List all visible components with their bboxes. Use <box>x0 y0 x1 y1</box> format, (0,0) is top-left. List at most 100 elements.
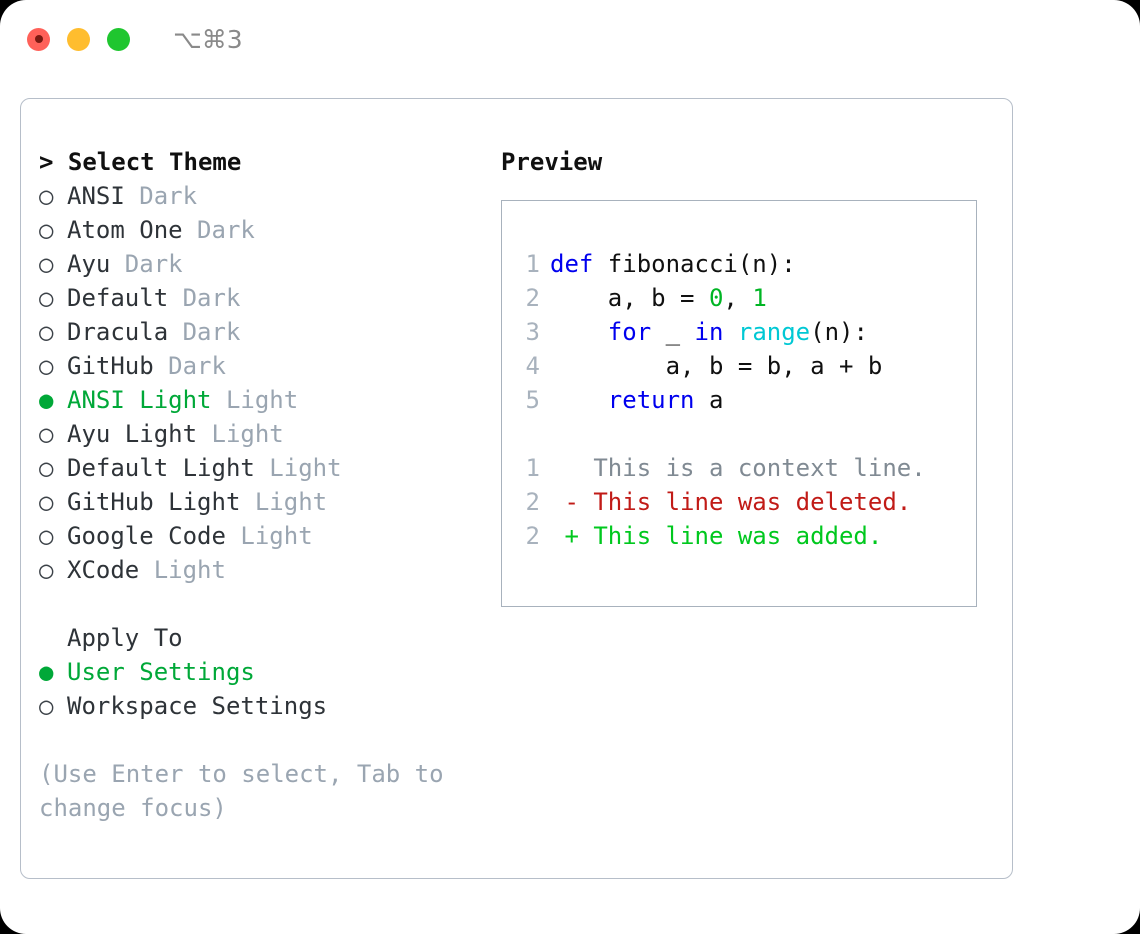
code-diff-separator <box>514 417 976 451</box>
theme-list[interactable]: ○ANSI Dark○Atom One Dark○Ayu Dark○Defaul… <box>39 179 489 587</box>
code-line: 3 for _ in range(n): <box>514 315 976 349</box>
theme-option-kind: Light <box>139 556 226 584</box>
theme-option-name: ANSI Light <box>67 386 212 414</box>
apply-to-option-1[interactable]: ○ Workspace Settings <box>39 689 489 723</box>
theme-option-kind: Light <box>254 454 342 482</box>
code-token: a <box>694 386 724 414</box>
radio-unselected-icon: ○ <box>39 420 54 448</box>
theme-option-kind: Dark <box>168 318 241 346</box>
theme-option-name: ANSI <box>67 182 125 210</box>
radio-unselected-icon: ○ <box>39 352 54 380</box>
theme-option-4[interactable]: ○ Dracula Dark <box>39 315 489 349</box>
radio-unselected-icon: ○ <box>39 284 54 312</box>
theme-option-6[interactable]: ● ANSI Light Light <box>39 383 489 417</box>
code-token: + This line was added. <box>550 522 883 550</box>
select-theme-header: > Select Theme <box>39 148 242 176</box>
code-token: return <box>607 386 695 414</box>
code-line: 5 return a <box>514 383 976 417</box>
theme-option-name: Atom One <box>67 216 183 244</box>
line-number: 2 <box>525 522 540 550</box>
code-line: 4 a, b = b, a + b <box>514 349 976 383</box>
theme-option-5[interactable]: ○GitHub Dark <box>39 349 489 383</box>
zoom-window-icon[interactable] <box>107 27 130 51</box>
apply-to-option-name: User Settings <box>67 658 255 686</box>
theme-option-9[interactable]: ○GitHub Light Light <box>39 485 489 519</box>
code-token: - This line was deleted. <box>550 488 912 516</box>
radio-unselected-icon: ○ <box>39 692 54 720</box>
theme-option-3[interactable]: ○ Default Dark <box>39 281 489 315</box>
code-token: 0 <box>708 284 724 312</box>
theme-option-name: GitHub Light <box>67 488 241 516</box>
theme-option-name: XCode <box>67 556 140 584</box>
close-window-icon[interactable] <box>27 27 50 51</box>
theme-option-1[interactable]: ○ Atom One Dark <box>39 213 489 247</box>
keyboard-hint-text: (Use Enter to select, Tab to change focu… <box>39 760 459 822</box>
theme-option-7[interactable]: ○ Ayu Light Light <box>39 417 489 451</box>
code-token: a, b = <box>550 284 709 312</box>
code-token <box>723 318 737 346</box>
code-token: for <box>607 318 652 346</box>
theme-option-2[interactable]: ○Ayu Dark <box>39 247 489 281</box>
theme-option-name: Ayu <box>67 250 111 278</box>
code-token: in <box>694 318 724 346</box>
code-token: a, b = b, a + b <box>550 352 883 380</box>
line-number: 4 <box>525 352 540 380</box>
line-number: 5 <box>525 386 540 414</box>
apply-to-header: Apply To <box>67 624 183 652</box>
theme-option-8[interactable]: ○Default Light Light <box>39 451 489 485</box>
code-token: 1 <box>752 284 767 312</box>
theme-option-0[interactable]: ○ ANSI Dark <box>39 179 489 213</box>
theme-option-kind: Dark <box>124 182 198 210</box>
code-token: fibonacci(n): <box>593 250 796 278</box>
minimize-window-icon[interactable] <box>67 27 90 51</box>
diff-sample: 1 This is a context line.2 - This line w… <box>514 451 976 553</box>
theme-option-name: Default Light <box>67 454 255 482</box>
radio-unselected-icon: ○ <box>39 488 54 516</box>
radio-unselected-icon: ○ <box>39 216 54 244</box>
code-token <box>550 318 608 346</box>
radio-selected-icon: ● <box>39 658 54 686</box>
radio-selected-icon: ● <box>39 386 54 414</box>
keyboard-shortcut-label: ⌥⌘3 <box>173 24 243 54</box>
code-token: def <box>550 250 594 278</box>
theme-option-kind: Dark <box>168 284 241 312</box>
traffic-lights <box>27 27 130 51</box>
theme-option-kind: Dark <box>110 250 183 278</box>
code-token: range <box>737 318 811 346</box>
code-token: This is a context line. <box>550 454 926 482</box>
radio-unselected-icon: ○ <box>39 556 54 584</box>
apply-to-option-0[interactable]: ● User Settings <box>39 655 489 689</box>
code-token: (n): <box>810 318 868 346</box>
theme-option-kind: Dark <box>182 216 255 244</box>
code-token: _ <box>651 318 695 346</box>
theme-option-kind: Light <box>225 522 313 550</box>
theme-option-name: Ayu Light <box>67 420 198 448</box>
diff-line: 1 This is a context line. <box>514 451 976 485</box>
line-number: 3 <box>525 318 540 346</box>
apply-to-option-name: Workspace Settings <box>67 692 328 720</box>
theme-option-11[interactable]: ○ XCode Light <box>39 553 489 587</box>
theme-option-kind: Light <box>197 420 284 448</box>
diff-line: 2 - This line was deleted. <box>514 485 976 519</box>
radio-unselected-icon: ○ <box>39 522 54 550</box>
code-token: , <box>723 284 753 312</box>
code-line: 2 a, b = 0, 1 <box>514 281 976 315</box>
radio-unselected-icon: ○ <box>39 318 54 346</box>
theme-option-name: Dracula <box>67 318 169 346</box>
theme-option-10[interactable]: ○Google Code Light <box>39 519 489 553</box>
apply-to-list[interactable]: ● User Settings ○ Workspace Settings <box>39 655 489 723</box>
radio-unselected-icon: ○ <box>39 182 54 210</box>
theme-option-kind: Light <box>211 386 299 414</box>
theme-option-kind: Dark <box>153 352 226 380</box>
line-number: 2 <box>525 488 540 516</box>
line-number: 1 <box>525 454 540 482</box>
line-number: 2 <box>525 284 540 312</box>
code-token <box>550 386 608 414</box>
preview-title: Preview <box>501 148 603 176</box>
theme-option-name: Default <box>67 284 169 312</box>
